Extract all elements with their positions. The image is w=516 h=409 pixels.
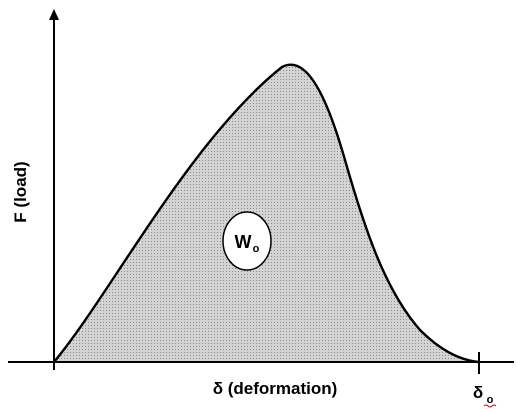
delta-o-subscript: o [487, 394, 494, 406]
y-axis-arrowhead [49, 9, 59, 20]
work-label-bubble [222, 211, 272, 271]
work-area [54, 64, 478, 363]
load-deformation-curve [53, 63, 479, 364]
spellcheck-underline [483, 404, 497, 408]
y-axis-label: F (load) [11, 161, 30, 222]
work-label-subscript: o [253, 243, 260, 255]
delta-o-label: δ [473, 383, 483, 402]
work-label: W [235, 232, 252, 252]
x-axis-label: δ (deformation) [213, 379, 338, 398]
